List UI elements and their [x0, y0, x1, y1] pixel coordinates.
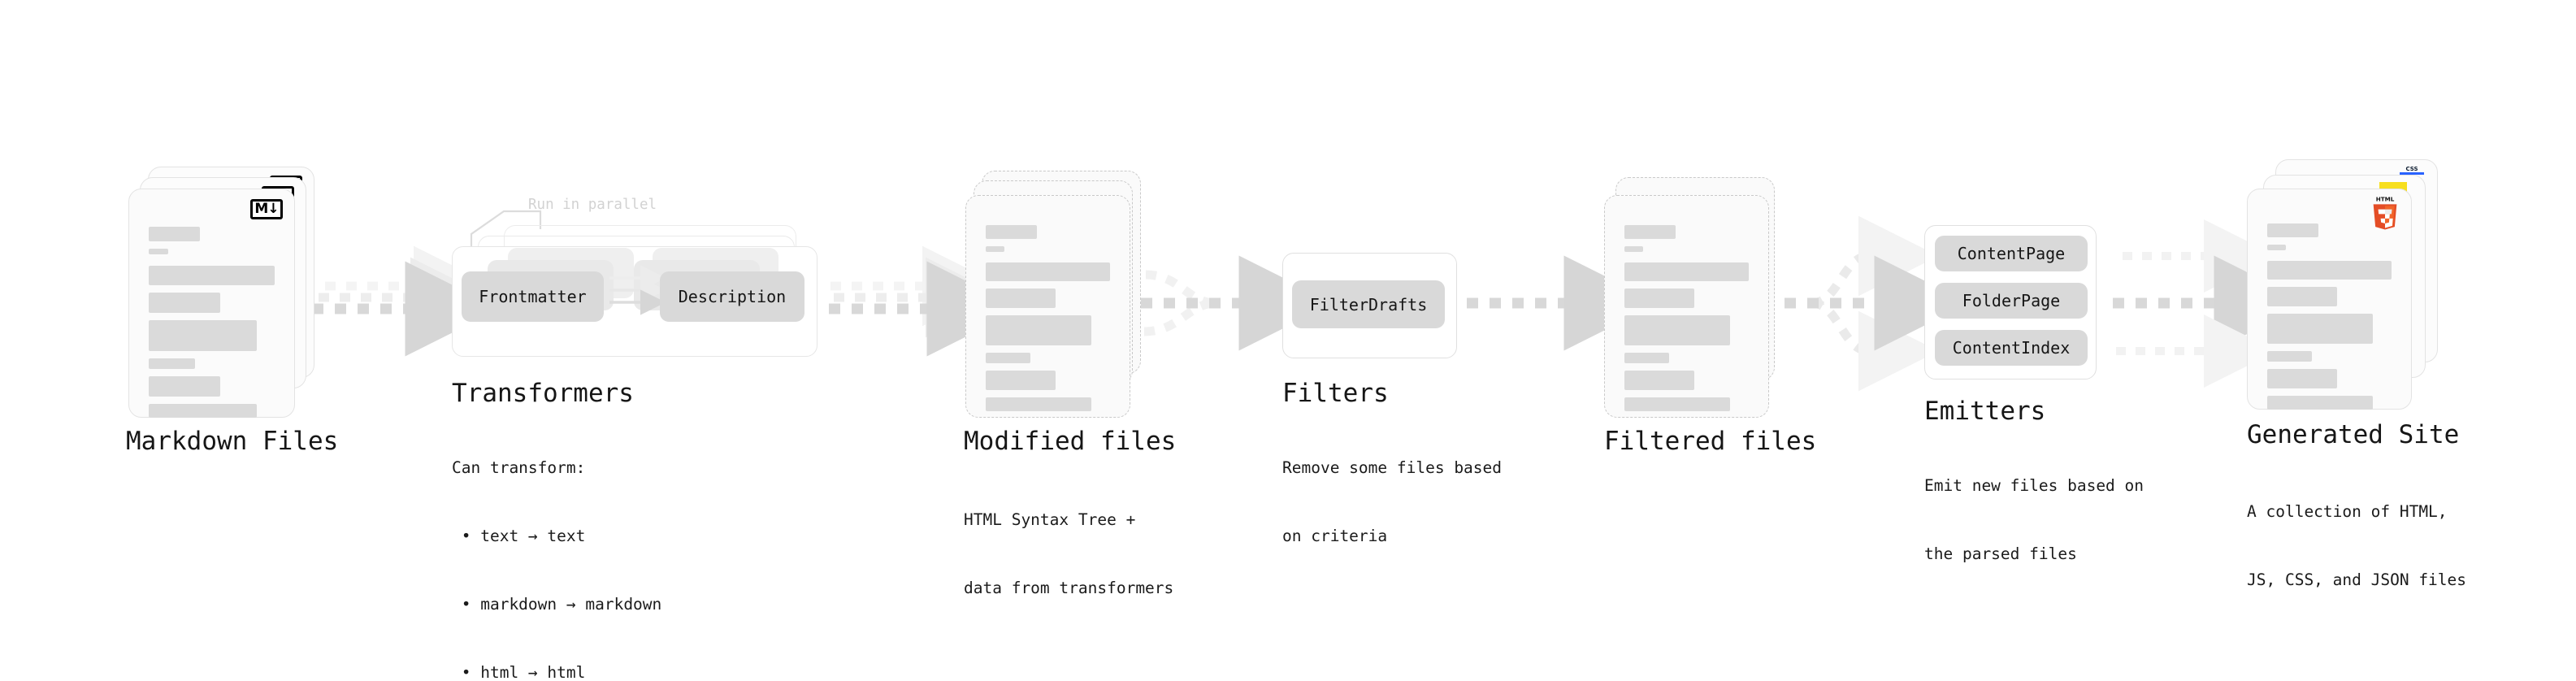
skeleton-line	[986, 397, 1092, 411]
desc-line: the parsed files	[1924, 544, 2077, 563]
filtered-file-card-front	[1604, 195, 1769, 418]
filter-pill-filterdrafts[interactable]: FilterDrafts	[1292, 280, 1445, 328]
skeleton-line	[986, 353, 1031, 363]
stage-description: Can transform: • text → text • markdown …	[452, 411, 661, 681]
parallel-note-label: Run in parallel	[528, 197, 657, 213]
skeleton-line	[1624, 315, 1731, 345]
stage-description: Remove some files based on criteria	[1282, 411, 1502, 593]
page-title: Transformers	[452, 379, 634, 408]
page-title: Filters	[1282, 379, 1389, 408]
skeleton-line	[1624, 288, 1694, 308]
skeleton-lines	[986, 225, 1110, 419]
desc-line: • html → html	[452, 663, 586, 681]
page-title: Generated Site	[2247, 420, 2460, 449]
page-title: Modified files	[964, 427, 1177, 456]
skeleton-lines	[1624, 225, 1749, 419]
skeleton-line	[149, 227, 200, 241]
arrow-transformers-to-modified	[829, 245, 1022, 357]
skeleton-line	[986, 262, 1110, 281]
skeleton-line	[2267, 314, 2374, 344]
stage-description: HTML Syntax Tree + data from transformer…	[964, 463, 1173, 645]
skeleton-line	[149, 293, 221, 313]
skeleton-line	[149, 249, 168, 254]
skeleton-lines	[2267, 223, 2392, 417]
skeleton-line	[149, 358, 196, 369]
skeleton-line	[986, 288, 1056, 308]
transformer-pill-frontmatter[interactable]: Frontmatter	[462, 271, 604, 322]
skeleton-line	[1624, 225, 1676, 239]
svg-text:HTML: HTML	[2376, 196, 2395, 203]
skeleton-line	[1624, 371, 1694, 390]
arrow-markdown-to-transformers	[312, 245, 501, 357]
modified-file-card-front	[965, 195, 1130, 418]
desc-line: • markdown → markdown	[452, 595, 662, 614]
skeleton-line	[2267, 223, 2318, 237]
skeleton-line	[2267, 245, 2286, 250]
skeleton-line	[2267, 351, 2313, 362]
skeleton-line	[149, 404, 258, 418]
emitter-pill-folderpage[interactable]: FolderPage	[1935, 283, 2088, 319]
page-title: Filtered files	[1604, 427, 1817, 456]
stage-description: Emit new files based on the parsed files	[1924, 429, 2144, 611]
skeleton-line	[986, 246, 1004, 252]
skeleton-line	[149, 266, 275, 285]
skeleton-line	[1624, 397, 1731, 411]
skeleton-lines	[149, 227, 275, 425]
skeleton-line	[2267, 287, 2337, 306]
css-icon: CSS	[2400, 166, 2424, 175]
site-file-card-html: HTML	[2247, 189, 2412, 410]
desc-line: on criteria	[1282, 527, 1388, 545]
skeleton-line	[2267, 261, 2392, 280]
desc-line: data from transformers	[964, 579, 1174, 597]
skeleton-line	[1624, 353, 1670, 363]
page-title: Emitters	[1924, 397, 2046, 426]
skeleton-line	[2267, 396, 2374, 410]
stage-description: A collection of HTML, JS, CSS, and JSON …	[2247, 455, 2466, 637]
markdown-file-card-front: M↓	[128, 189, 295, 418]
skeleton-line	[986, 371, 1056, 390]
arrow-modified-to-filters	[1141, 255, 1334, 351]
desc-line: JS, CSS, and JSON files	[2247, 570, 2467, 589]
markdown-icon: M↓	[250, 199, 283, 219]
desc-line: HTML Syntax Tree +	[964, 510, 1136, 529]
parallel-bracket	[470, 210, 542, 249]
skeleton-line	[1624, 246, 1643, 252]
arrow-filtered-to-emitters	[1785, 215, 1970, 392]
emitter-pill-contentindex[interactable]: ContentIndex	[1935, 330, 2088, 366]
transformer-pill-description[interactable]: Description	[660, 271, 804, 322]
desc-line: Can transform:	[452, 458, 586, 477]
skeleton-line	[986, 315, 1092, 345]
desc-line: Emit new files based on	[1924, 476, 2144, 495]
html5-icon: HTML	[2373, 196, 2397, 230]
skeleton-line	[986, 225, 1037, 239]
skeleton-line	[149, 320, 258, 351]
skeleton-line	[2267, 369, 2337, 388]
page-title: Markdown Files	[126, 427, 339, 456]
arrow-emitters-to-site	[2113, 219, 2309, 388]
transformer-inner-arrows	[609, 265, 666, 315]
desc-line: A collection of HTML,	[2247, 502, 2448, 521]
emitter-pill-contentpage[interactable]: ContentPage	[1935, 236, 2088, 271]
skeleton-line	[149, 376, 221, 397]
desc-line: Remove some files based	[1282, 458, 1503, 477]
desc-line: • text → text	[452, 527, 586, 545]
skeleton-line	[1624, 262, 1749, 281]
